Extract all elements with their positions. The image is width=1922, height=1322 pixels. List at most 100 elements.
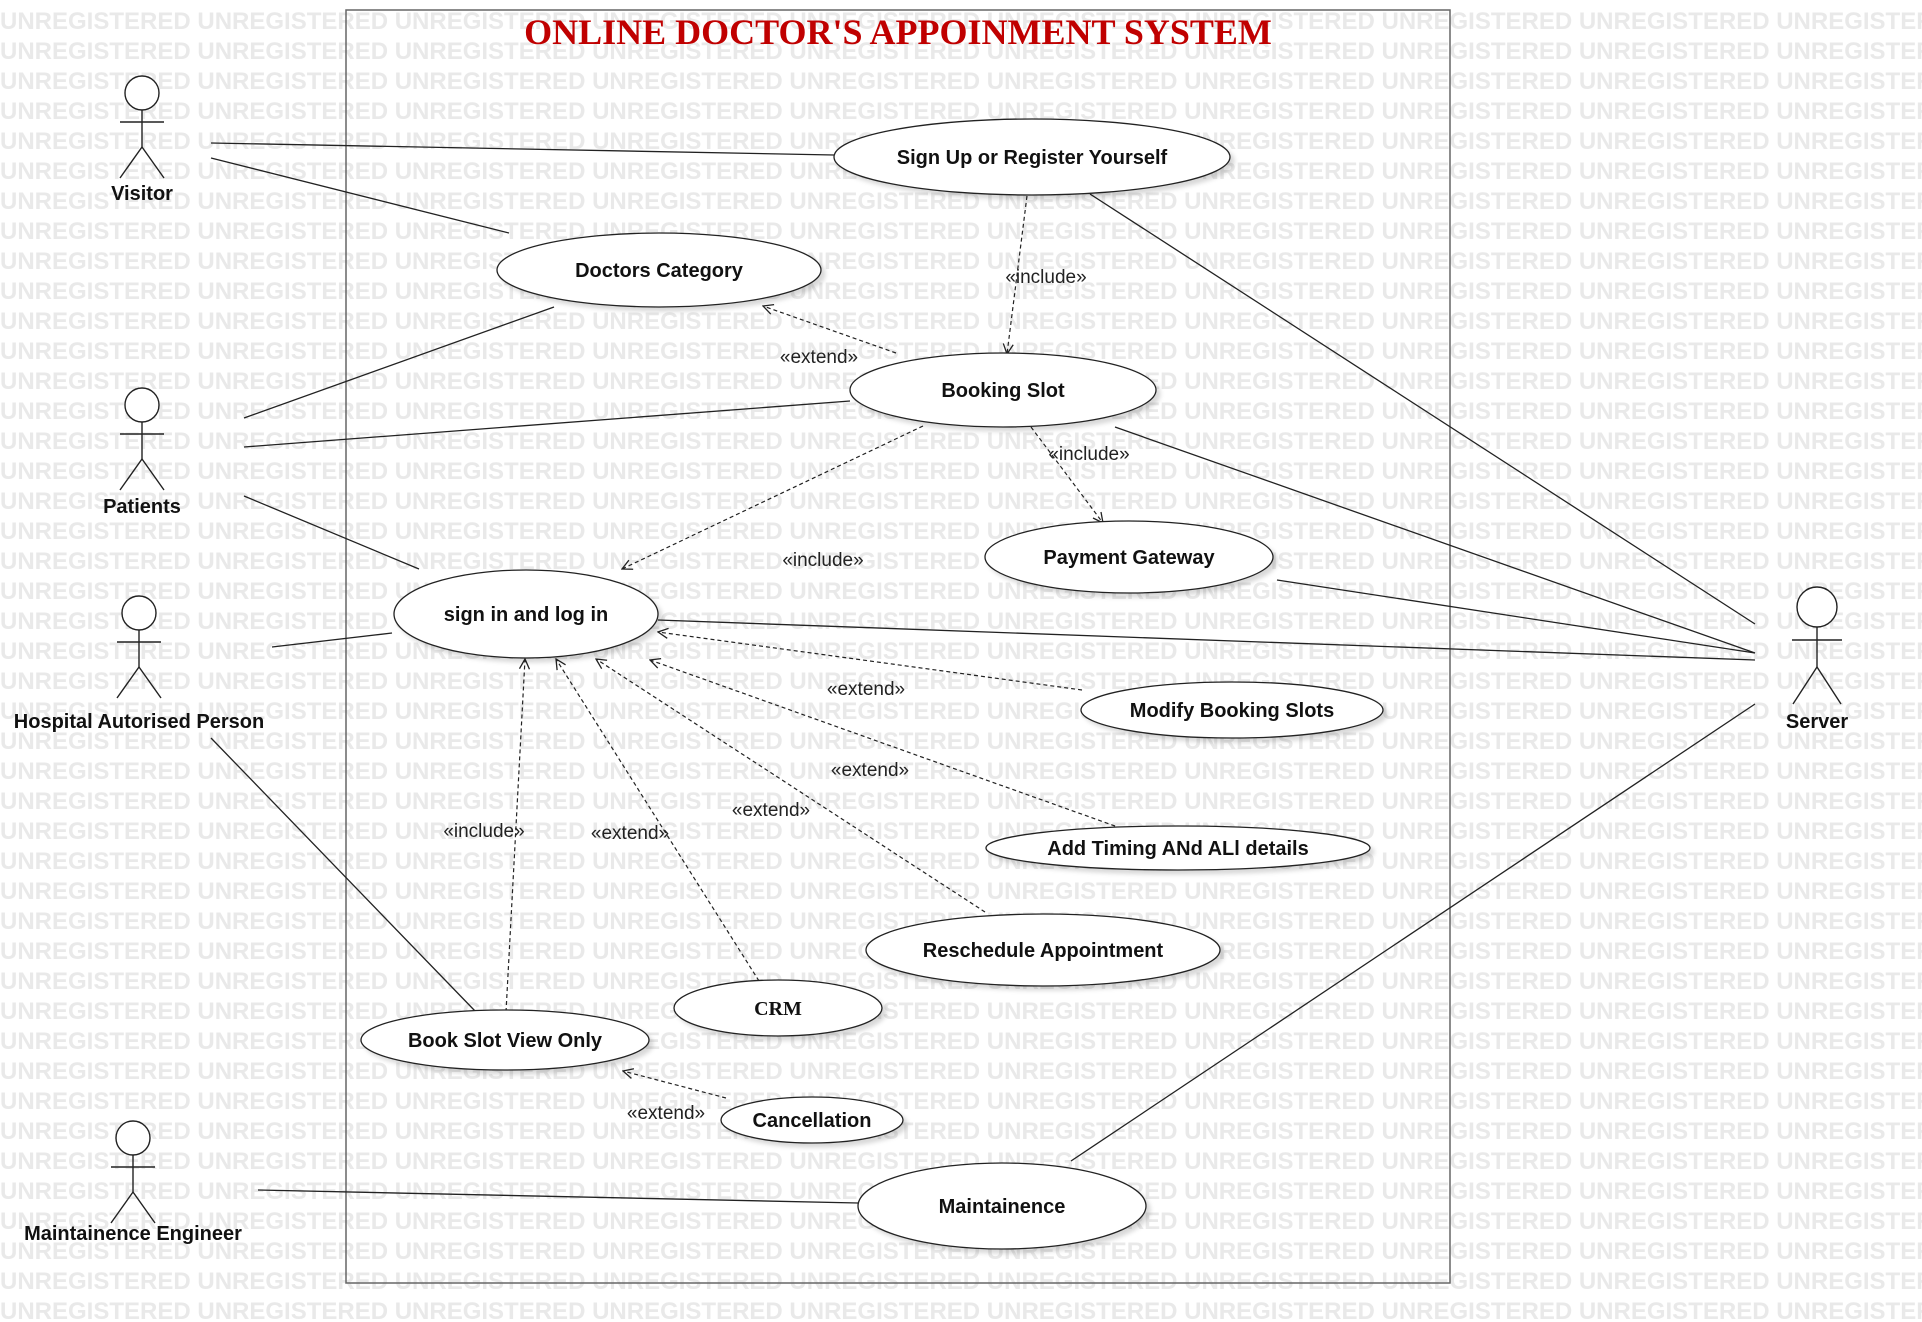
use-case-payment-gateway[interactable]: Payment Gateway (984, 520, 1274, 594)
dep-modify-signin (658, 632, 1083, 691)
svg-text:Book Slot View Only: Book Slot View Only (408, 1030, 603, 1052)
watermark-row: UNREGISTERED UNREGISTERED UNREGISTERED U… (0, 1028, 1922, 1055)
dep-cancellation-bookview (623, 1071, 727, 1099)
actor-label-hospital: Hospital Autorised Person (14, 711, 264, 733)
svg-text:Maintainence: Maintainence (939, 1196, 1066, 1218)
use-case-sign-in[interactable]: sign in and log in (393, 569, 659, 659)
dependencies (505, 195, 1116, 1099)
associations (210, 142, 1756, 1204)
use-case-modify-booking-slots[interactable]: Modify Booking Slots (1080, 681, 1384, 739)
system-boundary (345, 9, 1451, 1284)
stereo-extend-cancellation-bookview: «extend» (627, 1103, 705, 1124)
watermark-row: UNREGISTERED UNREGISTERED UNREGISTERED U… (0, 638, 1922, 665)
actor-hospital-person[interactable]: Hospital Autorised Person (14, 595, 264, 733)
assoc-visitor-signup (210, 142, 835, 156)
assoc-booking-server (1114, 426, 1756, 654)
actor-server[interactable]: Server (1786, 586, 1848, 733)
actor-label-engineer: Maintainence Engineer (24, 1223, 242, 1245)
actor-maintainence-engineer[interactable]: Maintainence Engineer (24, 1120, 242, 1245)
watermark-row: UNREGISTERED UNREGISTERED UNREGISTERED U… (0, 8, 1922, 35)
watermark-row: UNREGISTERED UNREGISTERED UNREGISTERED U… (0, 578, 1922, 605)
watermark-row: UNREGISTERED UNREGISTERED UNREGISTERED U… (0, 518, 1922, 545)
assoc-patients-booking (243, 400, 851, 448)
use-case-reschedule-appointment[interactable]: Reschedule Appointment (865, 913, 1221, 987)
stereotype-labels: «include» «extend» «include» «include» «… (443, 267, 1129, 1124)
assoc-maintenance-server (1070, 703, 1756, 1162)
watermark-row: UNREGISTERED UNREGISTERED UNREGISTERED U… (0, 278, 1922, 305)
watermark-row: UNREGISTERED UNREGISTERED UNREGISTERED U… (0, 818, 1922, 845)
diagram-title: ONLINE DOCTOR'S APPOINMENT SYSTEM (524, 12, 1272, 52)
actor-label-visitor: Visitor (111, 183, 173, 205)
watermark-row: UNREGISTERED UNREGISTERED UNREGISTERED U… (0, 698, 1922, 725)
stereo-include-signup-booking: «include» (1005, 267, 1086, 288)
actor-label-patients: Patients (103, 496, 181, 518)
watermark-row: UNREGISTERED UNREGISTERED UNREGISTERED U… (0, 488, 1922, 515)
use-cases: Sign Up or Register Yourself Doctors Cat… (360, 118, 1384, 1250)
svg-text:Doctors Category: Doctors Category (575, 260, 744, 282)
watermark-row: UNREGISTERED UNREGISTERED UNREGISTERED U… (0, 98, 1922, 125)
assoc-hospital-signin (271, 632, 393, 648)
watermark-row: UNREGISTERED UNREGISTERED UNREGISTERED U… (0, 38, 1922, 65)
stereo-extend-modify-signin: «extend» (827, 679, 905, 700)
dep-timing-signin (650, 660, 1116, 827)
svg-text:Reschedule Appointment: Reschedule Appointment (923, 940, 1164, 962)
assoc-visitor-category (210, 157, 510, 234)
watermark-row: UNREGISTERED UNREGISTERED UNREGISTERED U… (0, 1268, 1922, 1295)
actor-label-server: Server (1786, 711, 1848, 733)
watermark-row: UNREGISTERED UNREGISTERED UNREGISTERED U… (0, 308, 1922, 335)
stereo-extend-booking-category: «extend» (780, 347, 858, 368)
use-case-book-slot-view-only[interactable]: Book Slot View Only (360, 1009, 650, 1071)
dep-booking-signin (622, 425, 924, 569)
dep-signup-booking (1007, 195, 1028, 354)
watermark-row: UNREGISTERED UNREGISTERED UNREGISTERED U… (0, 458, 1922, 485)
use-case-crm[interactable]: CRM (673, 979, 883, 1037)
stereo-extend-reschedule-signin: «extend» (732, 800, 810, 821)
watermark-row: UNREGISTERED UNREGISTERED UNREGISTERED U… (0, 998, 1922, 1025)
svg-text:Modify Booking Slots: Modify Booking Slots (1130, 700, 1334, 722)
watermark-row: UNREGISTERED UNREGISTERED UNREGISTERED U… (0, 548, 1922, 575)
use-case-booking-slot[interactable]: Booking Slot (849, 352, 1157, 428)
watermark-row: UNREGISTERED UNREGISTERED UNREGISTERED U… (0, 1088, 1922, 1115)
dep-crm-signin (556, 659, 760, 982)
actors: Visitor Patients Hospital Autorised Pers… (14, 75, 1848, 1245)
svg-text:CRM: CRM (754, 998, 802, 1020)
use-case-maintainence[interactable]: Maintainence (857, 1162, 1147, 1250)
assoc-signup-server (1089, 193, 1756, 625)
watermark-row: UNREGISTERED UNREGISTERED UNREGISTERED U… (0, 878, 1922, 905)
assoc-hospital-bookview (210, 737, 477, 1013)
dep-booking-category (763, 306, 897, 354)
watermark-row: UNREGISTERED UNREGISTERED UNREGISTERED U… (0, 1058, 1922, 1085)
watermark-row: UNREGISTERED UNREGISTERED UNREGISTERED U… (0, 1298, 1922, 1322)
assoc-patients-category (243, 306, 555, 419)
watermark-row: UNREGISTERED UNREGISTERED UNREGISTERED U… (0, 1118, 1922, 1145)
use-case-cancellation[interactable]: Cancellation (720, 1096, 904, 1144)
use-case-doctors-category[interactable]: Doctors Category (496, 232, 822, 308)
watermark-row: UNREGISTERED UNREGISTERED UNREGISTERED U… (0, 218, 1922, 245)
watermark-row: UNREGISTERED UNREGISTERED UNREGISTERED U… (0, 668, 1922, 695)
dep-booking-payment (1030, 426, 1103, 523)
svg-text:sign in and log in: sign in and log in (444, 604, 608, 626)
assoc-signin-server (657, 619, 1756, 661)
svg-text:Payment Gateway: Payment Gateway (1043, 547, 1215, 569)
stereo-include-booking-signin: «include» (782, 550, 863, 571)
stereo-extend-crm-signin: «extend» (591, 823, 669, 844)
actor-visitor[interactable]: Visitor (111, 75, 173, 205)
use-case-signup[interactable]: Sign Up or Register Yourself (833, 118, 1231, 196)
watermark-row: UNREGISTERED UNREGISTERED UNREGISTERED U… (0, 728, 1922, 755)
assoc-engineer-maintenance (257, 1189, 859, 1204)
watermark-row: UNREGISTERED UNREGISTERED UNREGISTERED U… (0, 248, 1922, 275)
use-case-add-timing[interactable]: Add Timing ANd ALl details (985, 825, 1371, 871)
actor-patients[interactable]: Patients (103, 387, 181, 518)
svg-text:Sign Up or Register Yourself: Sign Up or Register Yourself (897, 147, 1168, 169)
dep-bookview-signin (505, 659, 525, 1013)
watermark-row: UNREGISTERED UNREGISTERED UNREGISTERED U… (0, 848, 1922, 875)
watermark-row: UNREGISTERED UNREGISTERED UNREGISTERED U… (0, 68, 1922, 95)
svg-text:Booking Slot: Booking Slot (941, 380, 1065, 402)
stereo-include-bookview-signin: «include» (443, 821, 524, 842)
assoc-patients-signin (243, 495, 420, 570)
svg-text:Cancellation: Cancellation (753, 1110, 872, 1132)
stereo-include-booking-payment: «include» (1048, 444, 1129, 465)
dep-reschedule-signin (596, 659, 986, 913)
